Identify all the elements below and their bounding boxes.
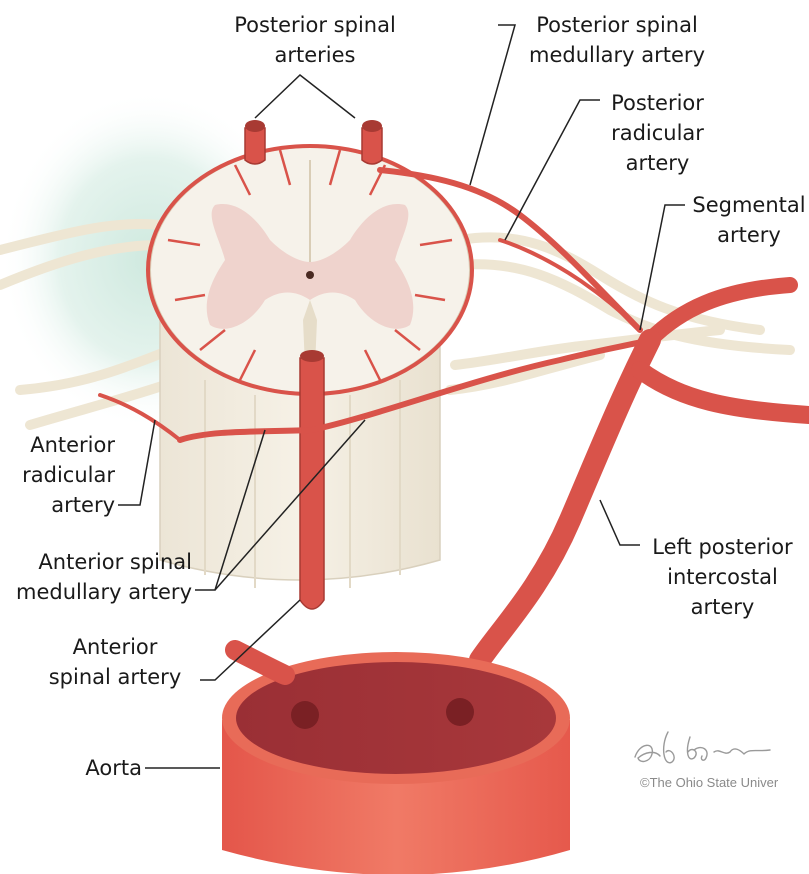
label-aorta: Aorta	[60, 753, 142, 783]
label-posterior-radicular-artery: Posterior radicular artery	[605, 88, 710, 178]
label-posterior-spinal-arteries: Posterior spinal arteries	[215, 10, 415, 70]
label-segmental-artery: Segmental artery	[690, 190, 808, 250]
copyright-notice: ©The Ohio State Univer	[640, 775, 778, 790]
label-posterior-spinal-medullary-artery: Posterior spinal medullary artery	[512, 10, 722, 70]
aorta	[222, 650, 570, 874]
label-left-posterior-intercostal-artery: Left posterior intercostal artery	[640, 532, 805, 622]
label-anterior-spinal-artery: Anterior spinal artery	[35, 632, 195, 692]
anterior-spinal-artery	[300, 358, 324, 609]
artist-signature	[630, 722, 780, 772]
label-anterior-spinal-medullary-artery: Anterior spinal medullary artery	[5, 547, 192, 607]
label-anterior-radicular-artery: Anterior radicular artery	[10, 430, 115, 520]
